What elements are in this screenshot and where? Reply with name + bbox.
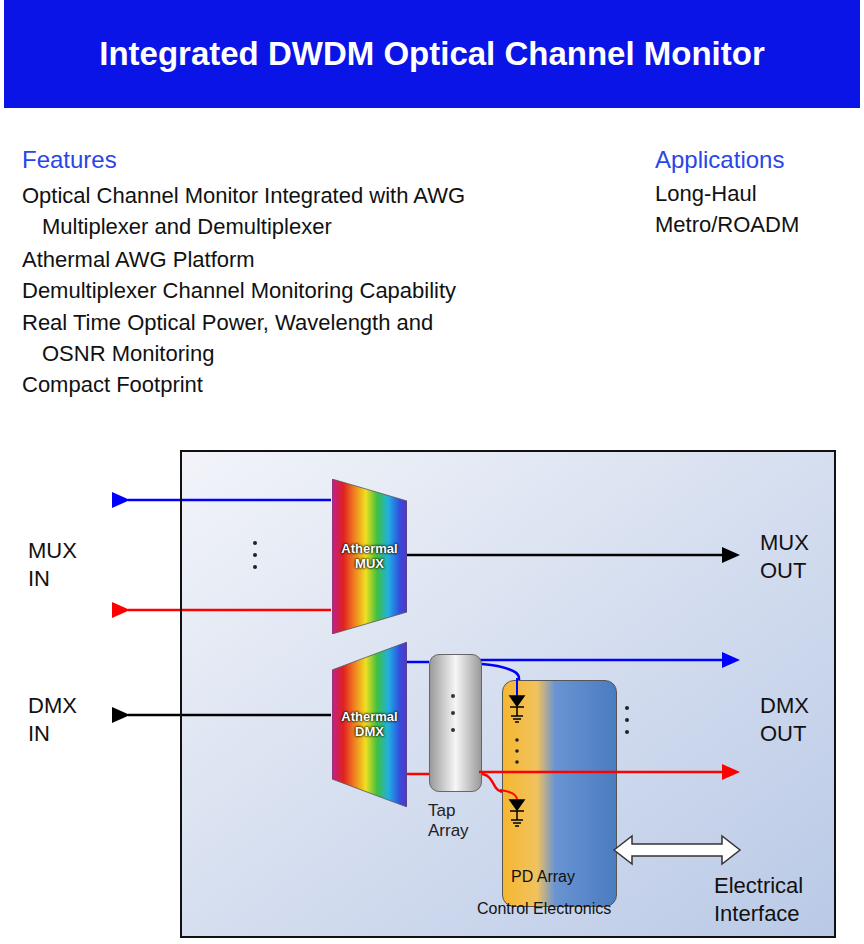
application-item: Long-Haul [655,180,855,208]
awg-demux: Athermal DMX [332,642,407,807]
node-label: Athermal MUX [337,542,403,572]
ellipsis-dots [253,541,257,569]
tap-lead-blue [516,678,518,696]
ellipsis-dots [515,738,519,764]
ellipsis-dots [451,694,455,732]
mux-input-blue [128,499,331,502]
tap-lead-red [500,790,517,800]
fiber-connector [407,773,429,776]
awg-mux: Athermal MUX [332,479,407,634]
fiber-connector [482,774,502,792]
awg-shape [332,642,407,807]
photodiode-symbol [510,696,524,722]
node-label: Athermal DMX [337,710,403,740]
title-bar: Integrated DWDM Optical Channel Monitor [4,0,860,108]
fiber-connector [482,664,519,680]
dmx-output-blue [479,659,724,662]
application-item: Metro/ROADM [655,211,855,239]
arrowhead [722,764,740,780]
arrowhead [722,652,740,668]
mux-output [404,554,724,557]
arrowhead [112,602,130,618]
arrowhead [112,707,130,723]
housing-fill [180,450,836,938]
node-label: Tap Array [428,801,484,840]
node-label: Control Electronics [477,900,677,918]
section-heading: Applications [655,146,855,174]
ellipsis-dots [625,706,629,734]
interface-label: Electrical Interface [714,872,844,928]
arrowhead [722,547,740,563]
arrowhead [112,492,130,508]
port-label: MUX IN [28,537,90,593]
awg-shape [332,479,407,634]
fiber-connector [407,661,429,664]
feature-item: Compact Footprint [22,369,602,400]
node-label: PD Array [511,868,611,886]
tap-array: Tap Array [429,654,482,792]
photodiode-symbol [510,800,524,826]
title-text: Integrated DWDM Optical Channel Monitor [99,35,765,73]
port-label: MUX OUT [760,529,830,585]
dmx-output-red [479,771,724,774]
pd-array: PD Array [502,680,617,907]
feature-item: Real Time Optical Power, Wavelength and … [22,307,502,369]
feature-item: Athermal AWG Platform [22,244,602,275]
section-heading: Features [22,146,322,174]
housing-box: Control Electronics Athermal MUX Athermal … [180,450,836,938]
feature-item: Optical Channel Monitor Integrated with … [22,180,492,242]
port-label: DMX OUT [760,692,830,748]
electrical-interface-arrow [614,836,740,864]
mux-input-red [128,609,331,612]
dmx-input [128,714,331,717]
feature-item: Demultiplexer Channel Monitoring Capabil… [22,275,602,306]
port-label: DMX IN [28,692,90,748]
